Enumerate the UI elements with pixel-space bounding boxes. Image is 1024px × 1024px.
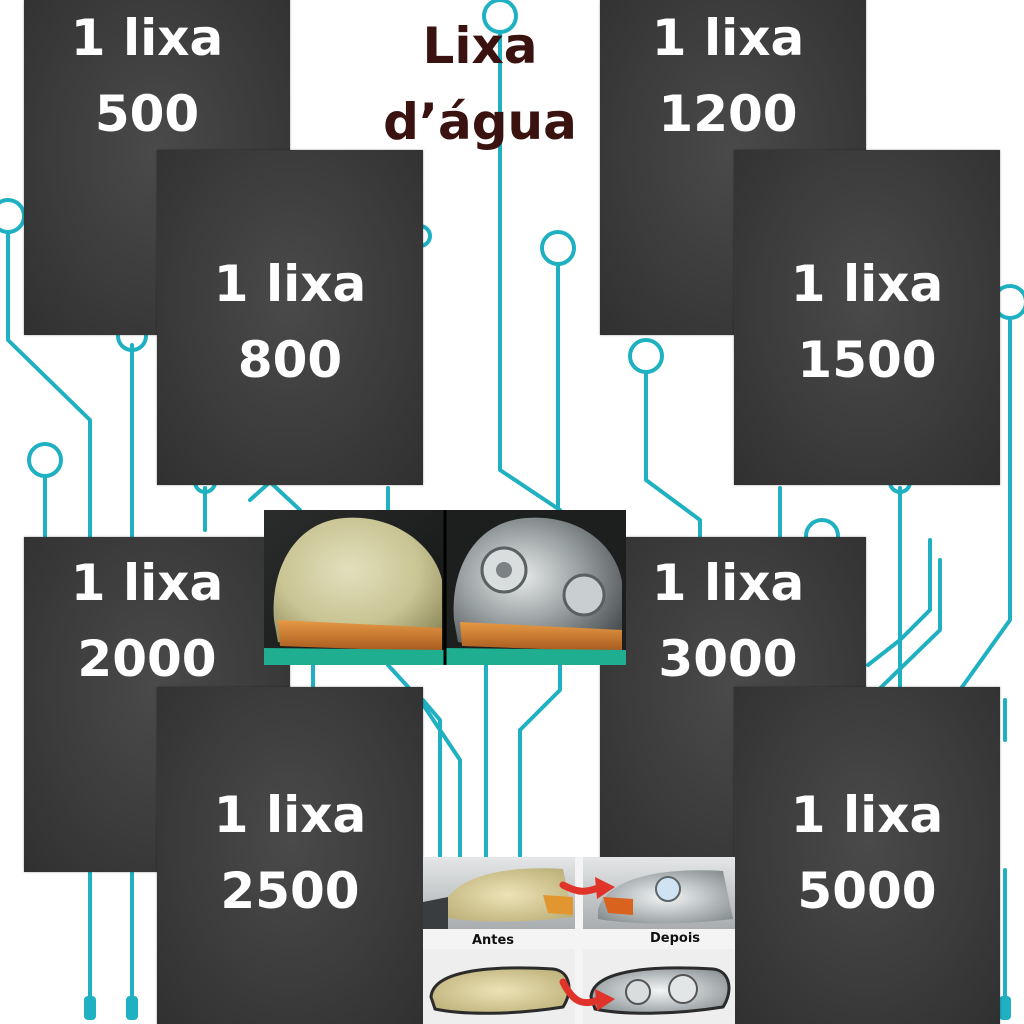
poster-title: Lixa d’água	[330, 8, 630, 160]
panel-5000: 1 lixa 5000	[734, 687, 1000, 1024]
panel-2000-line2: 2000	[77, 630, 217, 688]
panel-3000-line1: 1 lixa	[651, 554, 805, 612]
panel-800: 1 lixa 800	[157, 150, 423, 485]
title-line1: Lixa	[422, 17, 538, 75]
antes-depois-illustration: Antes Depois	[423, 857, 735, 1024]
panel-1500: 1 lixa 1500	[734, 150, 1000, 485]
headlight-photo-illustration	[264, 510, 626, 665]
panel-500-line1: 1 lixa	[70, 9, 224, 67]
panel-1200-line2: 1200	[658, 85, 798, 143]
panel-1500-line1: 1 lixa	[790, 255, 944, 313]
panel-800-line2: 800	[237, 331, 343, 389]
panel-800-line1: 1 lixa	[213, 255, 367, 313]
depois-label: Depois	[650, 931, 700, 946]
panel-2500: 1 lixa 2500	[157, 687, 423, 1024]
panel-2000-line1: 1 lixa	[70, 554, 224, 612]
panel-2500-line2: 2500	[220, 862, 360, 920]
panel-5000-line2: 5000	[797, 862, 937, 920]
panel-1500-line2: 1500	[797, 331, 937, 389]
headlight-before-after-photo	[264, 510, 626, 665]
panel-1200-line1: 1 lixa	[651, 9, 805, 67]
panel-500-line2: 500	[94, 85, 200, 143]
panel-5000-line1: 1 lixa	[790, 786, 944, 844]
panel-3000-line2: 3000	[658, 630, 798, 688]
antes-label: Antes	[472, 933, 514, 948]
antes-depois-photo: Antes Depois	[423, 857, 735, 1024]
title-line2: d’água	[383, 93, 577, 151]
panel-2500-line1: 1 lixa	[213, 786, 367, 844]
